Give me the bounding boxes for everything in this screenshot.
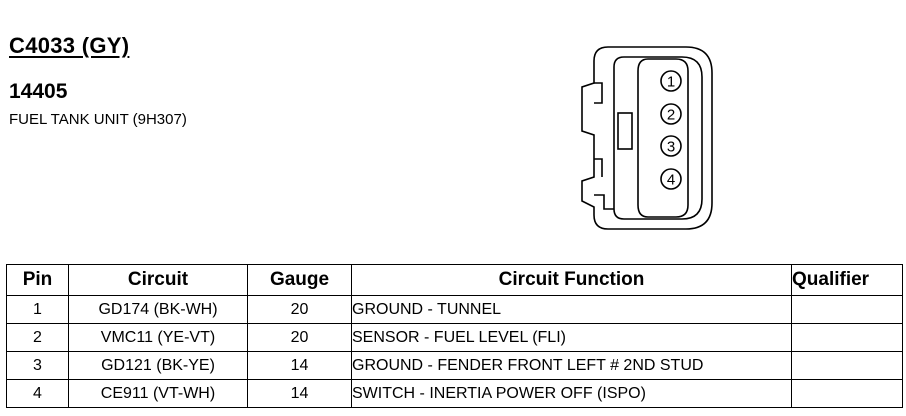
cell-circuit-function: GROUND - FENDER FRONT LEFT # 2ND STUD bbox=[351, 351, 792, 380]
component-description: FUEL TANK UNIT (9H307) bbox=[9, 111, 187, 128]
connector-inner-housing bbox=[613, 56, 703, 220]
pin-3-label: 3 bbox=[667, 139, 675, 156]
cell-qualifier bbox=[791, 351, 903, 380]
cell-qualifier bbox=[791, 323, 903, 352]
table-row: 4 CE911 (VT-WH) 14 SWITCH - INERTIA POWE… bbox=[6, 379, 903, 408]
cell-circuit: CE911 (VT-WH) bbox=[68, 379, 248, 408]
cell-gauge: 14 bbox=[247, 379, 352, 408]
pin-cavity-rail bbox=[637, 58, 689, 218]
cell-gauge: 20 bbox=[247, 323, 352, 352]
latch-bottom bbox=[594, 194, 614, 210]
cell-circuit-function: SWITCH - INERTIA POWER OFF (ISPO) bbox=[351, 379, 792, 408]
cell-pin: 2 bbox=[6, 323, 69, 352]
cell-qualifier bbox=[791, 379, 903, 408]
table-header-row: Pin Circuit Gauge Circuit Function Quali… bbox=[6, 264, 903, 296]
column-header-gauge: Gauge bbox=[247, 264, 352, 296]
pin-1: 1 bbox=[660, 70, 682, 92]
locking-tab bbox=[617, 112, 633, 150]
column-header-circuit-function: Circuit Function bbox=[351, 264, 792, 296]
cell-pin: 1 bbox=[6, 295, 69, 324]
connector-outer-housing bbox=[581, 46, 713, 230]
cell-circuit-function: SENSOR - FUEL LEVEL (FLI) bbox=[351, 323, 792, 352]
latch-lower bbox=[594, 158, 603, 177]
cell-qualifier bbox=[791, 295, 903, 324]
cell-gauge: 14 bbox=[247, 351, 352, 380]
cell-circuit-function: GROUND - TUNNEL bbox=[351, 295, 792, 324]
pin-2: 2 bbox=[660, 103, 682, 125]
column-header-pin: Pin bbox=[6, 264, 69, 296]
pin-4: 4 bbox=[660, 168, 682, 190]
cell-circuit: GD174 (BK-WH) bbox=[68, 295, 248, 324]
pin-4-label: 4 bbox=[667, 172, 675, 189]
column-header-circuit: Circuit bbox=[68, 264, 248, 296]
cell-circuit: VMC11 (YE-VT) bbox=[68, 323, 248, 352]
pin-1-label: 1 bbox=[667, 74, 675, 91]
pin-2-label: 2 bbox=[667, 107, 675, 124]
cell-circuit: GD121 (BK-YE) bbox=[68, 351, 248, 380]
latch-upper bbox=[594, 82, 603, 104]
cell-pin: 4 bbox=[6, 379, 69, 408]
connector-id: C4033 (GY) bbox=[9, 33, 130, 58]
column-header-qualifier: Qualifier bbox=[791, 264, 903, 296]
table-row: 1 GD174 (BK-WH) 20 GROUND - TUNNEL bbox=[6, 295, 903, 324]
part-number: 14405 bbox=[9, 80, 68, 103]
cell-pin: 3 bbox=[6, 351, 69, 380]
pinout-table: Pin Circuit Gauge Circuit Function Quali… bbox=[6, 264, 903, 408]
pin-3: 3 bbox=[660, 135, 682, 157]
table-row: 2 VMC11 (YE-VT) 20 SENSOR - FUEL LEVEL (… bbox=[6, 323, 903, 352]
connector-face-diagram bbox=[581, 46, 713, 230]
cell-gauge: 20 bbox=[247, 295, 352, 324]
table-row: 3 GD121 (BK-YE) 14 GROUND - FENDER FRONT… bbox=[6, 351, 903, 380]
